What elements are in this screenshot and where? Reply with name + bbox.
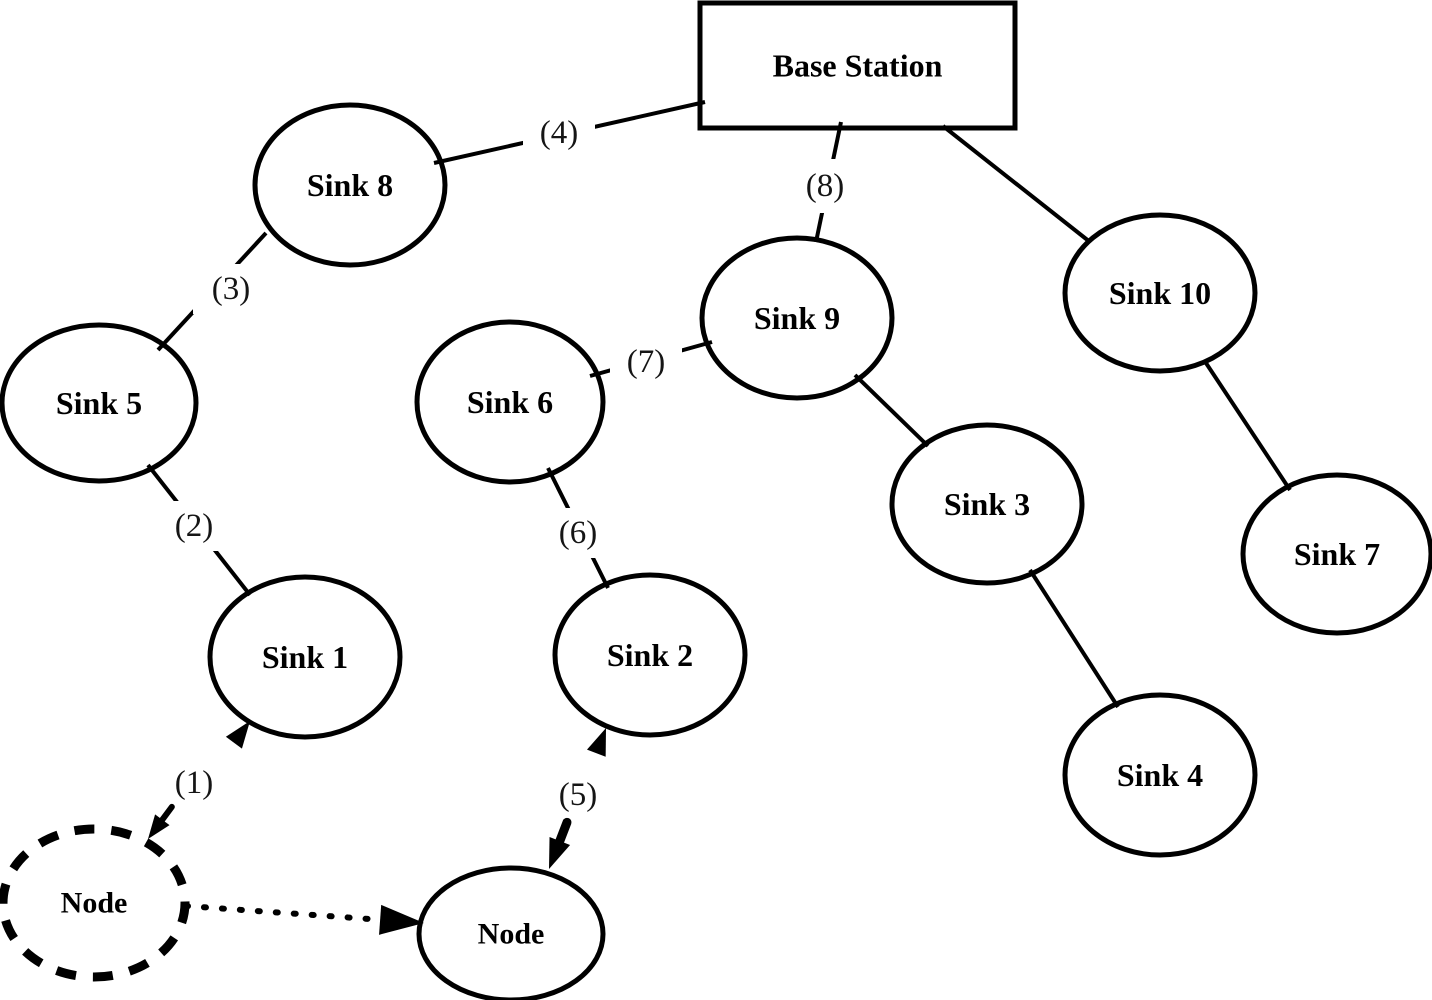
sink-9-shape: [699, 235, 895, 401]
edge-sink9-sink3: [853, 373, 930, 448]
sink-4-label: Sink 4: [1117, 757, 1203, 793]
sink-6-label: Sink 6: [467, 384, 553, 420]
edge-sink5-sink1-label: (2): [175, 508, 213, 544]
node-node-source: Node: [0, 824, 190, 982]
arrowhead-into-sink2-head: [586, 728, 606, 757]
edge-sink6-sink2-label-patch: [542, 508, 614, 558]
edge-basestation-sink9-label: (8): [806, 168, 844, 204]
edge-sink8-sink5-label-patch: [193, 264, 269, 314]
node-node-target: Node: [416, 865, 606, 1000]
arrowhead-into-node-source-tail: [156, 803, 175, 826]
edge-sink10-sink7: [1202, 358, 1292, 492]
arrowhead-into-node-target: [549, 817, 572, 869]
link-nodesource-sink1-label: (1): [175, 765, 213, 801]
node-sink-7: Sink 7: [1240, 472, 1432, 636]
sink-5-shape: [0, 322, 199, 484]
sink-6-shape: [414, 319, 606, 485]
node-target-shape: [416, 865, 606, 1000]
node-sink-1: Sink 1: [207, 574, 403, 740]
sink-1-label: Sink 1: [262, 639, 348, 675]
edge-sink6-sink9-label-patch: [610, 339, 682, 385]
link-nodesource-sink1-label-patch: [164, 760, 224, 806]
sink-7-shape: [1240, 472, 1432, 636]
arrowhead-into-node-target-tail: [553, 817, 572, 850]
sink-1-shape: [207, 574, 403, 740]
sink-10-shape: [1062, 212, 1258, 374]
node-sink-4: Sink 4: [1062, 692, 1258, 858]
sink-5-label: Sink 5: [56, 385, 142, 421]
link-nodetarget-sink2-label-patch: [548, 772, 608, 818]
sink-2-shape: [552, 572, 748, 738]
sink-7-label: Sink 7: [1294, 536, 1380, 572]
edge-sink8-basestation-label: (4): [540, 115, 578, 151]
base-station-shape: [697, 0, 1018, 131]
node-sink-9: Sink 9: [699, 235, 895, 401]
sink-4-shape: [1062, 692, 1258, 858]
edge-sink3-sink4: [1028, 568, 1120, 709]
arrowhead-into-node-source: [148, 803, 175, 839]
arrowhead-into-sink1: [225, 721, 250, 749]
node-sink-5: Sink 5: [0, 322, 199, 484]
node-sink-6: Sink 6: [414, 319, 606, 485]
arrowhead-into-node-source-head: [148, 814, 170, 839]
edge-basestation-sink9-label-patch: [789, 159, 861, 213]
node-base-station: Base Station: [697, 0, 1018, 131]
edge-sink8-basestation-label-patch: [523, 108, 595, 158]
edge-sink6-sink2-label: (6): [559, 515, 597, 551]
edge-sink6-sink9-label: (7): [627, 344, 665, 380]
node-sink-2: Sink 2: [552, 572, 748, 738]
node-sink-3: Sink 3: [889, 422, 1085, 586]
base-station-label: Base Station: [773, 48, 943, 84]
node-source-label: Node: [61, 887, 128, 920]
link-nodetarget-sink2-label: (5): [559, 777, 597, 813]
sink-9-label: Sink 9: [754, 300, 840, 336]
arrowhead-dotted-into-node-target: [379, 904, 424, 935]
arrowhead-into-sink2: [586, 728, 606, 757]
node-sink-10: Sink 10: [1062, 212, 1258, 374]
sink-8-shape: [252, 102, 448, 268]
edge-sink8-sink5-label: (3): [212, 271, 250, 307]
node-target-label: Node: [478, 918, 545, 951]
sink-3-label: Sink 3: [944, 486, 1030, 522]
arrowhead-into-sink1-head: [225, 721, 250, 749]
edge-basestation-sink10: [941, 124, 1092, 244]
node-sink-8: Sink 8: [252, 102, 448, 268]
edge-sink5-sink1-label-patch: [158, 501, 230, 551]
sink-10-label: Sink 10: [1109, 275, 1211, 311]
sink-2-label: Sink 2: [607, 637, 693, 673]
node-source-shape: [0, 824, 190, 982]
sink-8-label: Sink 8: [307, 167, 393, 203]
arrowhead-dotted-into-node-target-head: [379, 904, 424, 935]
edge-nodesource-nodetarget: [183, 903, 401, 924]
arrowhead-into-node-target-head: [549, 837, 571, 869]
sink-3-shape: [889, 422, 1085, 586]
